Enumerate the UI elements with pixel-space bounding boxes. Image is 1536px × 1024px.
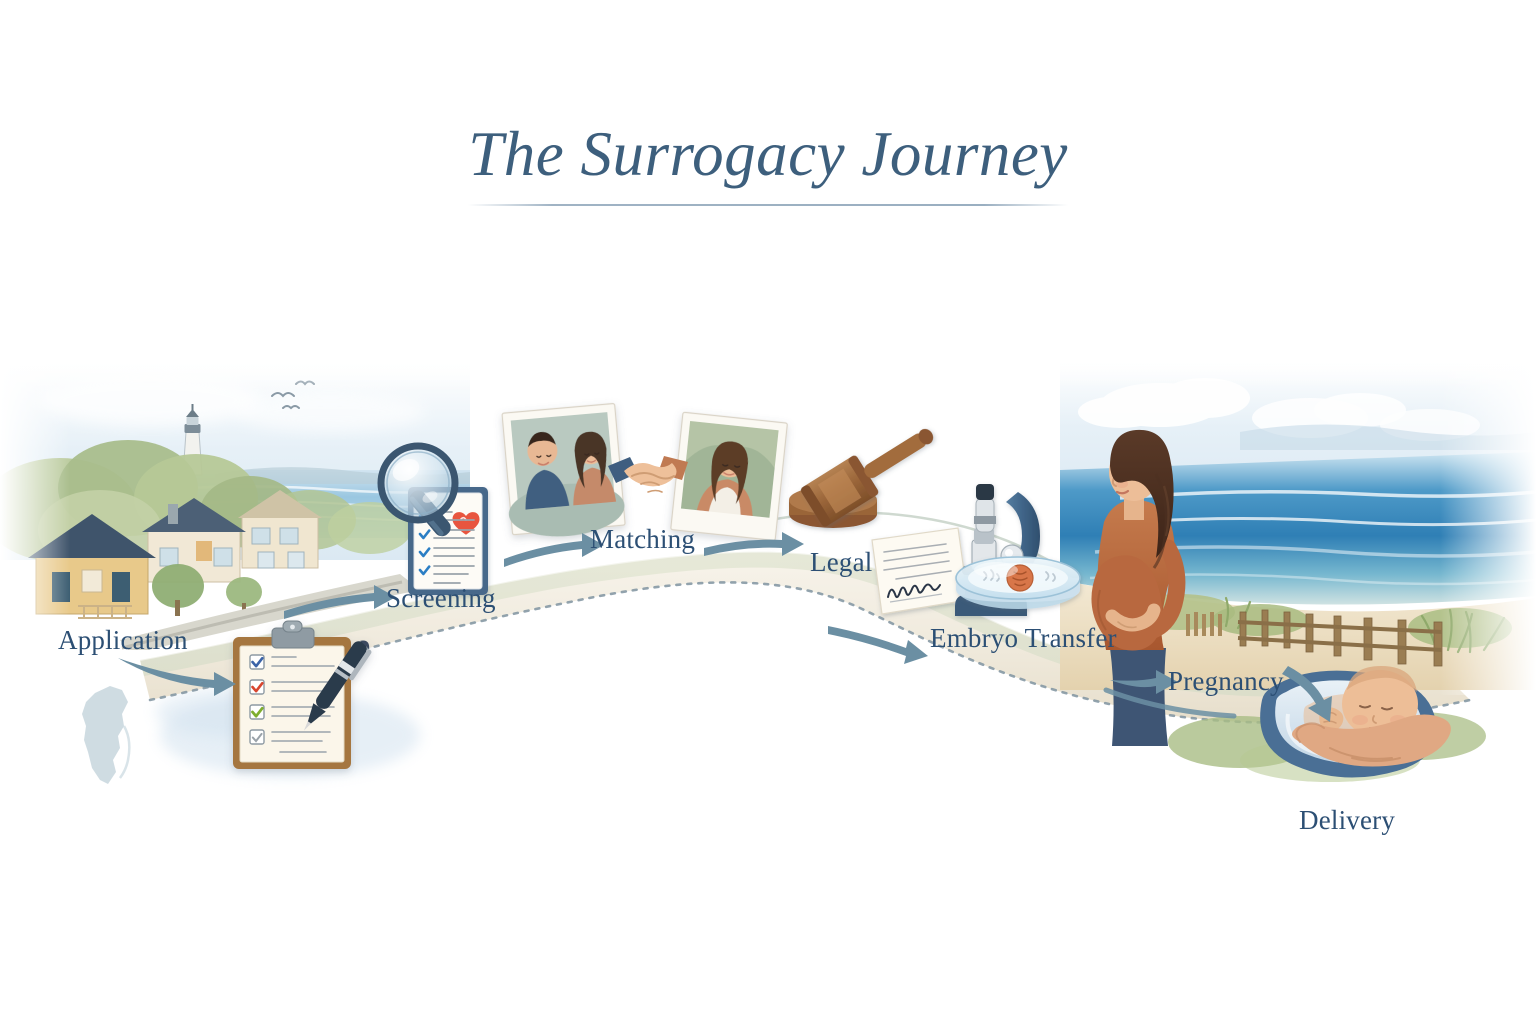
edge-fade — [0, 355, 470, 415]
stage-label-matching: Matching — [590, 524, 696, 554]
stage-label-pregnancy: Pregnancy — [1168, 666, 1284, 696]
surrogate-portrait — [696, 441, 753, 517]
jeans — [1110, 648, 1168, 746]
handshake-icon — [608, 456, 688, 493]
new-jersey-state-silhouette-icon — [82, 686, 131, 784]
intended-mother — [573, 431, 617, 506]
arrow-application — [118, 658, 236, 696]
baby-hair — [1347, 666, 1417, 692]
petri-dish-icon — [955, 556, 1081, 609]
arrow-legal — [704, 532, 804, 556]
microscope-petri-dish-embryo-icon — [955, 484, 1081, 616]
nose — [1111, 477, 1117, 487]
arrow-sweep — [1103, 687, 1237, 719]
polaroid-photos-handshake-icon — [501, 403, 788, 541]
arrow-screening — [284, 585, 396, 619]
magnifying-glass-checklist-heart-icon — [377, 442, 488, 595]
gavel-icon — [800, 428, 934, 527]
gavel-signed-contract-icon — [789, 428, 969, 615]
baby-eye — [1359, 705, 1371, 709]
baby-eye — [1381, 707, 1393, 711]
edge-fade — [1440, 355, 1536, 695]
stage-label-embryo-transfer: Embryo Transfer — [930, 623, 1117, 653]
road-edge — [121, 580, 403, 650]
baby-nose — [1371, 715, 1377, 724]
arrow-delivery — [1282, 666, 1332, 722]
pen-icon — [303, 640, 372, 731]
stage-label-application: Application — [58, 625, 188, 655]
hand — [1105, 603, 1161, 632]
edge-fade — [1060, 355, 1536, 410]
stage-label-delivery: Delivery — [1299, 805, 1396, 835]
arrow-matching — [504, 533, 604, 567]
checklist-rows — [249, 654, 335, 753]
cradling-hand — [1292, 714, 1451, 767]
arrow-pregnancy — [1110, 670, 1178, 694]
clipboard-checklist-pen-icon — [233, 620, 372, 769]
stage-label-legal: Legal — [810, 547, 873, 577]
stage-label-screening: Screening — [386, 583, 496, 613]
contract-document — [871, 527, 969, 615]
magnifier-icon — [377, 442, 459, 537]
pregnant-woman-icon — [1091, 429, 1186, 746]
hair — [1110, 429, 1174, 558]
swaddled-newborn-in-hands-icon — [1168, 666, 1486, 782]
journey-arrows — [118, 532, 1332, 722]
arm — [1111, 539, 1186, 642]
arrow-embryo-transfer — [828, 626, 928, 664]
intended-father — [525, 431, 570, 510]
mouth — [1115, 489, 1130, 495]
